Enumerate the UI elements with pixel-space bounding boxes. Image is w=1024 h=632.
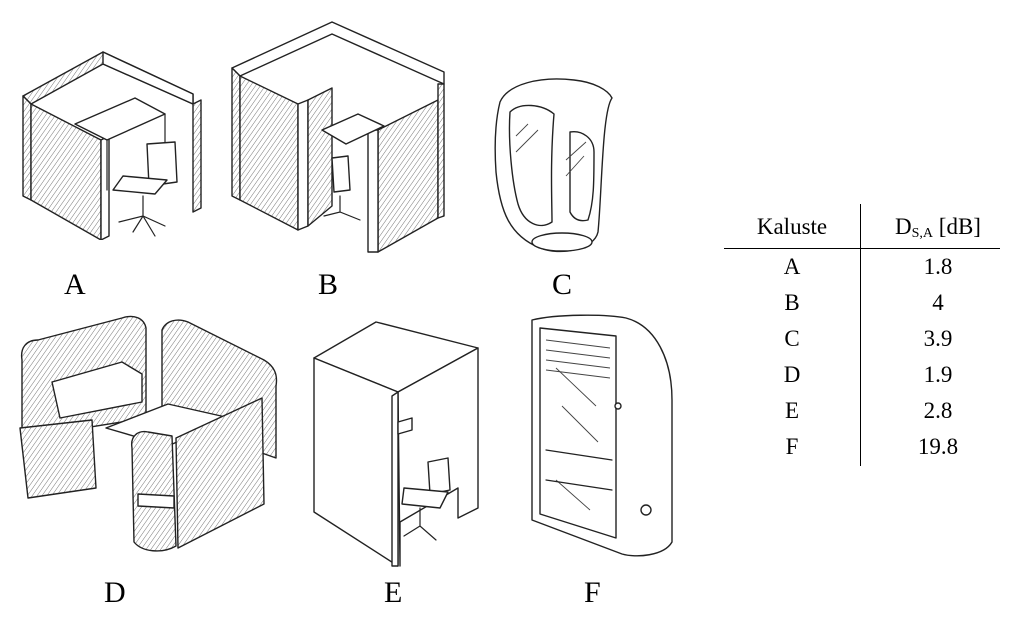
booth-f-drawing bbox=[531, 314, 673, 557]
figure-label-d: D bbox=[104, 576, 126, 609]
figure-label-a: A bbox=[64, 268, 86, 301]
booth-b-drawing bbox=[231, 21, 445, 253]
header-divider bbox=[724, 248, 1000, 249]
header-dsa: DS,A [dB] bbox=[895, 214, 981, 241]
figure-label-c: C bbox=[552, 268, 573, 301]
booth-c-drawing bbox=[494, 78, 613, 253]
booth-d-drawing bbox=[19, 315, 278, 552]
booth-e-drawing bbox=[313, 321, 479, 567]
column-divider bbox=[860, 204, 861, 466]
table-header: Kaluste DS,A [dB] bbox=[724, 214, 1014, 250]
figure-label-f: F bbox=[584, 576, 601, 609]
booth-a-drawing bbox=[22, 51, 202, 240]
header-kaluste: Kaluste bbox=[756, 214, 828, 239]
figure-label-e: E bbox=[384, 576, 403, 609]
figure-label-b: B bbox=[318, 268, 339, 301]
